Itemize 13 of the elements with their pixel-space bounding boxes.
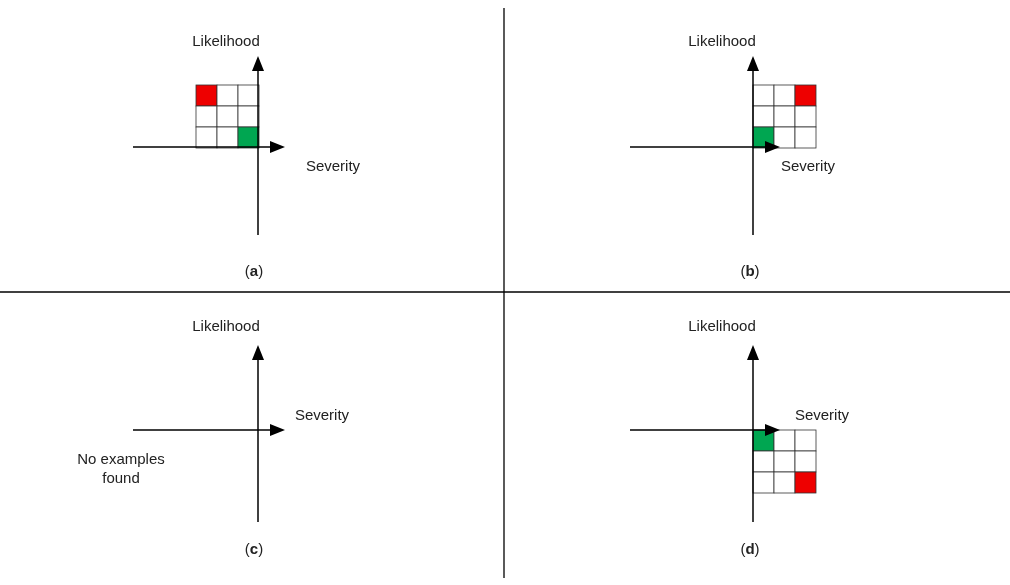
axis-label: Severity [294,404,350,424]
panel-caption: (a) [244,260,264,280]
panel-caption: (b) [740,260,760,280]
axis-label: Likelihood [688,315,756,335]
axis-label: No examples found [76,449,166,487]
axis-label: Likelihood [688,30,756,50]
panel-caption: (d) [740,538,760,558]
axis-label: Severity [305,155,361,175]
axis-label: Severity [794,404,850,424]
axis-label: Likelihood [192,315,260,335]
axis-label: Severity [780,155,836,175]
axis-label: Likelihood [192,30,260,50]
panel-caption: (c) [244,538,264,558]
